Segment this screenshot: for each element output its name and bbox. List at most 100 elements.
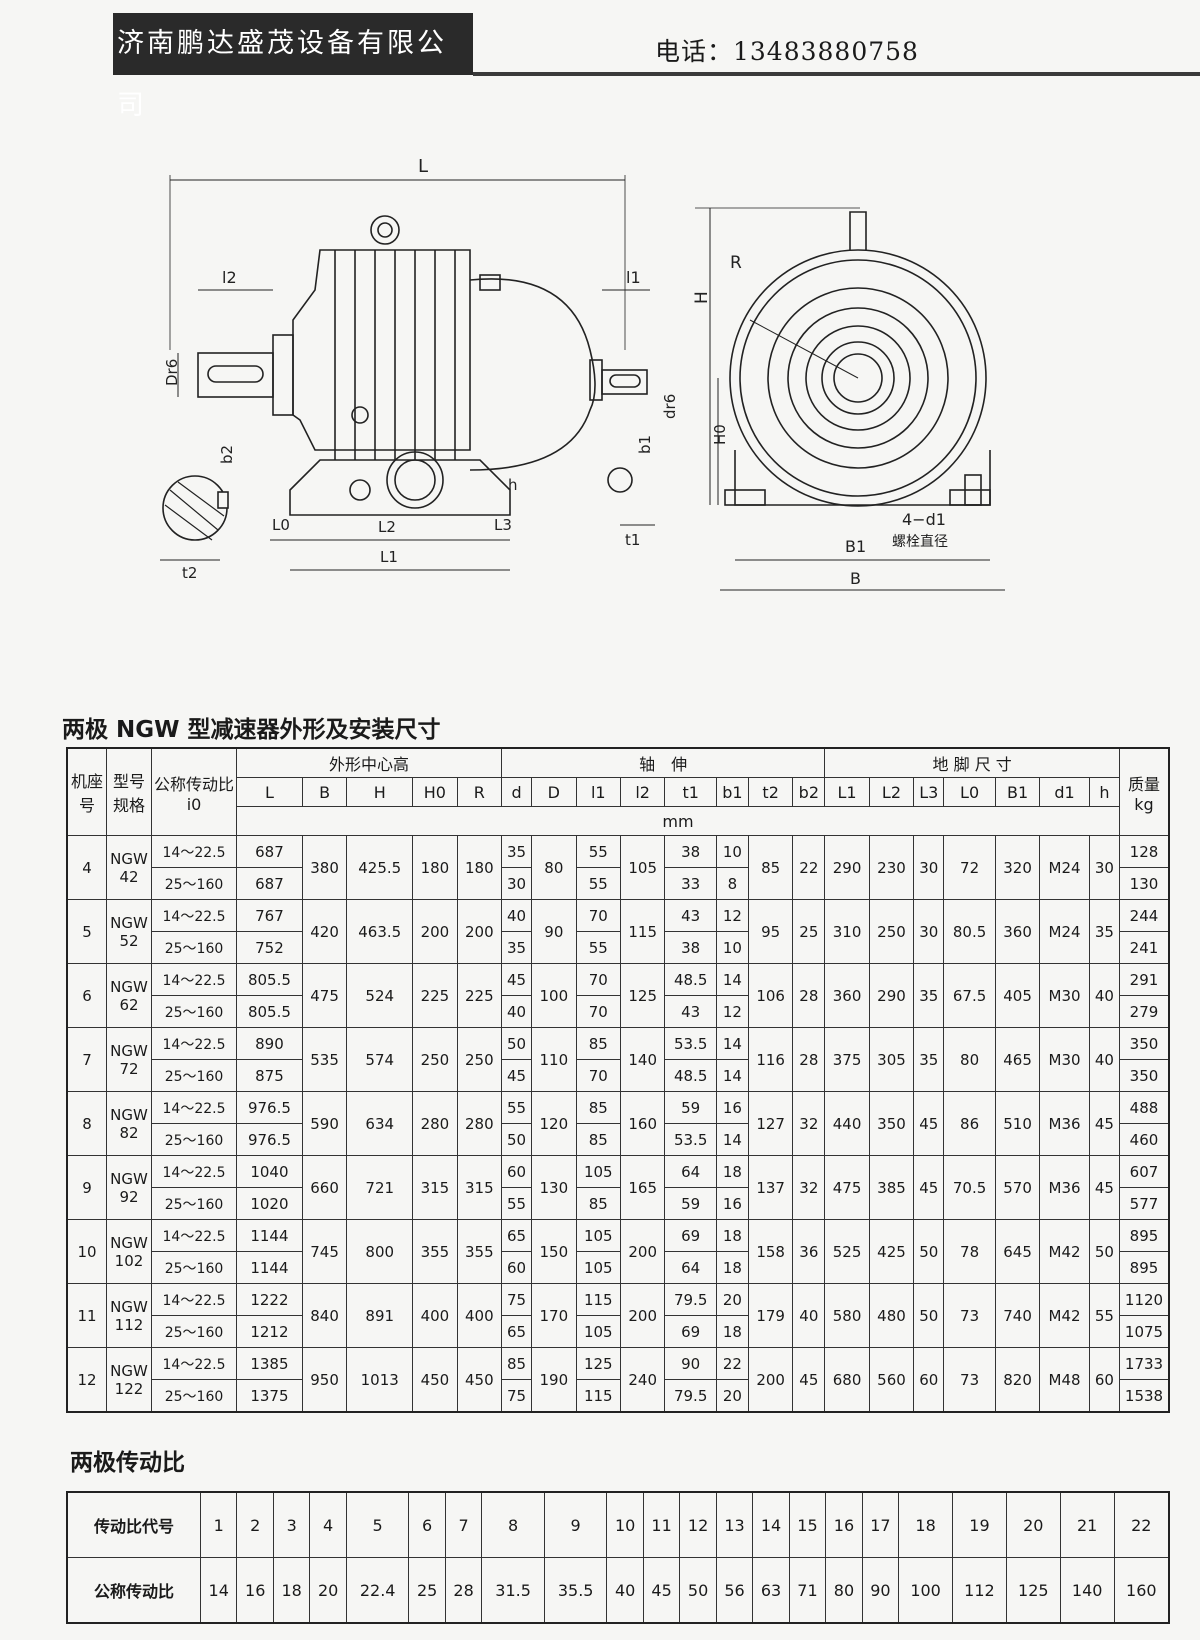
cell-b1: 14 bbox=[715, 963, 749, 996]
ratio-value-cell: 14 bbox=[199, 1557, 238, 1624]
cell-l: 1020 bbox=[236, 1187, 303, 1220]
cell-l1: 680 bbox=[824, 1347, 870, 1413]
ratio-code-cell: 3 bbox=[272, 1491, 311, 1558]
ratio-code-cell: 12 bbox=[679, 1491, 717, 1558]
cell-l2: 250 bbox=[868, 899, 915, 964]
cell-b: 840 bbox=[301, 1283, 348, 1348]
cell-d: 80 bbox=[531, 835, 577, 900]
cell-b1: 18 bbox=[715, 1219, 749, 1252]
cell-l1: 70 bbox=[575, 995, 621, 1028]
cell-l3: 35 bbox=[913, 1027, 945, 1092]
cell-mass: 1120 bbox=[1119, 1283, 1170, 1316]
col-header-b1: B1 bbox=[994, 777, 1041, 807]
cell-ratio: 25～160 bbox=[151, 1059, 237, 1092]
cell-d1: M30 bbox=[1039, 1027, 1090, 1092]
ratio-value-cell: 25 bbox=[408, 1557, 446, 1624]
label-l1: l1 bbox=[626, 268, 641, 287]
cell-l1: 105 bbox=[575, 1219, 621, 1252]
cell-b1: 16 bbox=[715, 1187, 749, 1220]
cell-mass: 350 bbox=[1119, 1027, 1170, 1060]
cell-b: 535 bbox=[301, 1027, 348, 1092]
cell-l1: 375 bbox=[824, 1027, 870, 1092]
cell-t1: 69 bbox=[664, 1219, 717, 1252]
cell-h: 55 bbox=[1088, 1283, 1121, 1348]
cell-l2: 230 bbox=[868, 835, 915, 900]
cell-l1: 105 bbox=[575, 1155, 621, 1188]
cell-d: 50 bbox=[501, 1123, 533, 1156]
cell-model: NGW 92 bbox=[106, 1155, 152, 1220]
col-header-l1: l1 bbox=[575, 777, 621, 807]
ratio-value-cell: 71 bbox=[788, 1557, 827, 1624]
cell-mass: 1075 bbox=[1119, 1315, 1170, 1348]
col-header-b2: b2 bbox=[792, 777, 826, 807]
cell-r: 400 bbox=[456, 1283, 503, 1348]
cell-b2: 28 bbox=[792, 963, 826, 1028]
cell-seat: 12 bbox=[66, 1347, 107, 1413]
cell-l1: 525 bbox=[824, 1219, 870, 1284]
header-shaft: 轴 伸 bbox=[501, 747, 826, 778]
cell-l1: 85 bbox=[575, 1027, 621, 1060]
cell-r: 315 bbox=[456, 1155, 503, 1220]
cell-b2: 36 bbox=[792, 1219, 826, 1284]
cell-model: NGW 102 bbox=[106, 1219, 152, 1284]
col-header-l1: L1 bbox=[824, 777, 870, 807]
cell-t2: 95 bbox=[747, 899, 794, 964]
header-outline: 外形中心高 bbox=[235, 747, 503, 778]
cell-t1: 64 bbox=[664, 1251, 717, 1284]
label-b1: b1 bbox=[636, 435, 654, 454]
cell-mass: 460 bbox=[1119, 1123, 1170, 1156]
cell-l0: 86 bbox=[943, 1091, 996, 1156]
label-B: B bbox=[850, 569, 861, 588]
ratio-code-cell: 5 bbox=[345, 1491, 410, 1558]
cell-l2: 240 bbox=[619, 1347, 666, 1413]
cell-l1: 105 bbox=[575, 1315, 621, 1348]
cell-d: 35 bbox=[501, 931, 533, 964]
cell-h0: 450 bbox=[412, 1347, 458, 1413]
ratio-code-cell: 21 bbox=[1059, 1491, 1115, 1558]
cell-b: 950 bbox=[301, 1347, 348, 1413]
cell-seat: 5 bbox=[66, 899, 107, 964]
col-header-d: d bbox=[501, 777, 533, 807]
cell-mass: 488 bbox=[1119, 1091, 1170, 1124]
cell-b1: 20 bbox=[715, 1283, 749, 1316]
cell-mass: 244 bbox=[1119, 899, 1170, 932]
cell-d: 150 bbox=[531, 1219, 577, 1284]
cell-h: 50 bbox=[1088, 1219, 1121, 1284]
cell-t1: 79.5 bbox=[664, 1379, 717, 1413]
ratio-code-cell: 6 bbox=[408, 1491, 446, 1558]
ratio-value-cell: 28 bbox=[444, 1557, 483, 1624]
cell-d: 30 bbox=[501, 867, 533, 900]
ratio-value-cell: 22.4 bbox=[345, 1557, 410, 1624]
cell-l2: 200 bbox=[619, 1219, 666, 1284]
cell-l1: 580 bbox=[824, 1283, 870, 1348]
cell-l: 1040 bbox=[236, 1155, 303, 1188]
page-header: 济南鹏达盛茂设备有限公司 电话：13483880758 bbox=[0, 0, 1200, 121]
cell-t2: 137 bbox=[747, 1155, 794, 1220]
cell-model: NGW 62 bbox=[106, 963, 152, 1028]
cell-h: 425.5 bbox=[346, 835, 414, 900]
cell-l: 1385 bbox=[236, 1347, 303, 1380]
cell-seat: 4 bbox=[66, 835, 107, 900]
cell-d: 130 bbox=[531, 1155, 577, 1220]
cell-t1: 43 bbox=[664, 899, 717, 932]
ratio-value-cell: 125 bbox=[1005, 1557, 1061, 1624]
cell-l1: 70 bbox=[575, 899, 621, 932]
cell-l2: 480 bbox=[868, 1283, 915, 1348]
col-header-t1: t1 bbox=[664, 777, 717, 807]
cell-l: 1144 bbox=[236, 1219, 303, 1252]
cell-l2: 115 bbox=[619, 899, 666, 964]
ratio-value-cell: 18 bbox=[272, 1557, 311, 1624]
cell-l3: 35 bbox=[913, 963, 945, 1028]
cell-d: 60 bbox=[501, 1155, 533, 1188]
cell-r: 250 bbox=[456, 1027, 503, 1092]
cell-d: 120 bbox=[531, 1091, 577, 1156]
label-L0: L0 bbox=[272, 516, 290, 534]
ratio-value-cell: 16 bbox=[236, 1557, 274, 1624]
